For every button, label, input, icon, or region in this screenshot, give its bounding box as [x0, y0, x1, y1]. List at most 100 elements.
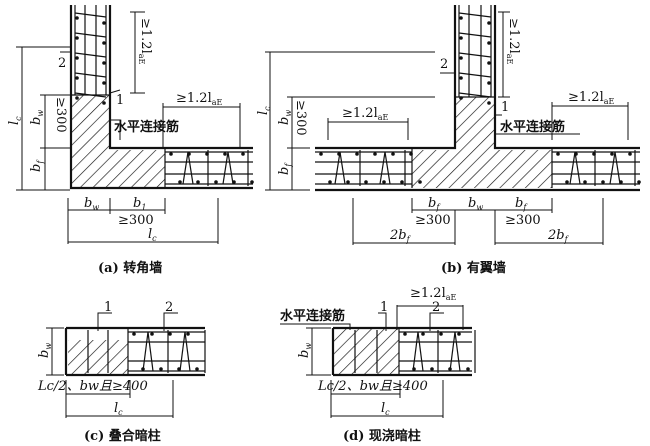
dim-bf-vertical: bf	[29, 159, 45, 172]
dim-min300-vertical: ≥300	[53, 97, 68, 133]
rebar	[458, 92, 492, 98]
dim-2bf-right: 2bf	[547, 228, 570, 244]
dim-lc: lc	[114, 401, 123, 417]
rebar-dot	[619, 180, 623, 184]
dim-bw-vertical: bw	[29, 110, 45, 125]
rebar-dot	[459, 16, 463, 20]
rebar-dot	[102, 61, 106, 65]
rebar	[614, 151, 621, 185]
rebar-dot	[459, 56, 463, 60]
rebar-dot	[168, 332, 172, 336]
boundary-column-hatch	[412, 150, 552, 188]
rebar	[417, 331, 424, 372]
rebar-dot	[448, 367, 452, 371]
caption-a: (a) 转角墙	[98, 260, 162, 276]
wall-outline	[315, 5, 640, 192]
dim-bw-vertical: bw	[37, 343, 53, 358]
rebar-dot	[250, 180, 254, 184]
rebar	[74, 32, 107, 38]
rebar	[147, 331, 154, 372]
rebar-dot	[346, 180, 350, 184]
rebar	[569, 151, 576, 185]
rebar-details	[315, 5, 641, 186]
rebar	[74, 72, 107, 78]
anchor-length: ≥1.2laE	[410, 286, 457, 302]
rebar	[179, 331, 186, 372]
rebar-dot	[223, 152, 227, 156]
hidden-column-hatch	[68, 340, 128, 375]
rebar-dot	[466, 367, 470, 371]
rebar-dot	[637, 180, 641, 184]
rebar-dot	[364, 180, 368, 184]
rebar-dot	[373, 152, 377, 156]
dim-min300-horizontal: ≥300	[118, 213, 154, 228]
rebar-dot	[159, 367, 163, 371]
rebar	[74, 12, 107, 18]
rebar-dot	[337, 152, 341, 156]
anchor-length-horizontal: ≥1.2laE	[176, 91, 223, 107]
figure-c-composite-hidden-column: 1 2 bw Lc/2、bw且≥400 lc (c) 叠合暗柱	[37, 300, 206, 444]
rebar-dot	[102, 21, 106, 25]
horizontal-bar-label: 水平连接筋	[280, 308, 345, 324]
rebar-dot	[75, 36, 79, 40]
rebar-dot	[601, 180, 605, 184]
rebar	[182, 151, 189, 185]
label-2: 2	[440, 57, 448, 72]
rebar-dot	[132, 332, 136, 336]
rebar	[339, 151, 346, 185]
rebar-dot	[457, 332, 461, 336]
boundary-column-hatch	[455, 97, 495, 150]
rebar-dot	[487, 101, 491, 105]
dim-bw-vertical: bw	[297, 343, 313, 358]
dim-bw-vertical: bw	[277, 110, 293, 125]
rebar	[458, 32, 492, 38]
anchor-length-right: ≥1.2laE	[568, 90, 615, 106]
rebar	[74, 52, 107, 58]
rebar-dot	[556, 152, 560, 156]
wall-outline	[331, 326, 472, 377]
rebar-dot	[592, 152, 596, 156]
rebar-dot	[459, 96, 463, 100]
rebar-details	[354, 330, 476, 373]
rebar-dot	[102, 41, 106, 45]
figure-d-cast-in-place-hidden-column: 水平连接筋 1 2 ≥1.2laE bw Lc/2、bw且≥400 lc (d)…	[280, 286, 476, 444]
rebar	[334, 151, 341, 185]
rebar-dot	[187, 152, 191, 156]
rebar-dot	[186, 332, 190, 336]
dim-2bf-left: 2bf	[389, 228, 412, 244]
rebar-dot	[421, 332, 425, 336]
dim-bf-vertical: bf	[277, 162, 293, 175]
rebar-dot	[439, 332, 443, 336]
rebar	[379, 151, 386, 185]
rebar-dot	[565, 180, 569, 184]
caption-b: (b) 有翼墙	[441, 260, 506, 276]
anchor-length-vertical: ≥1.2laE	[505, 18, 521, 65]
dim-lc: lc	[381, 401, 390, 417]
rebar-dot	[487, 81, 491, 85]
rebar-dot	[459, 36, 463, 40]
rebar-dot	[214, 180, 218, 184]
leader-lines	[60, 51, 121, 140]
rebar-dot	[412, 367, 416, 371]
rebar	[384, 151, 391, 185]
rebar-dot	[583, 180, 587, 184]
label-1: 1	[380, 300, 388, 315]
label-1: 1	[104, 300, 112, 315]
rebar-dot	[574, 152, 578, 156]
horizontal-bar-label: 水平连接筋	[114, 119, 179, 135]
length-rule: Lc/2、bw且≥400	[317, 379, 428, 394]
rebar-dot	[205, 152, 209, 156]
rebar-dot	[241, 152, 245, 156]
wall-outline	[69, 5, 253, 190]
rebar-dot	[75, 16, 79, 20]
rebar-dot	[610, 152, 614, 156]
rebar-dot	[487, 61, 491, 65]
rebar-dot	[141, 367, 145, 371]
rebar-dot	[418, 180, 422, 184]
rebar-dot	[195, 367, 199, 371]
rebar-dot	[400, 180, 404, 184]
dim-min300-left: ≥300	[415, 213, 451, 228]
rebar-dot	[319, 152, 323, 156]
rebar-dot	[75, 96, 79, 100]
horizontal-bar-label: 水平连接筋	[500, 119, 565, 135]
